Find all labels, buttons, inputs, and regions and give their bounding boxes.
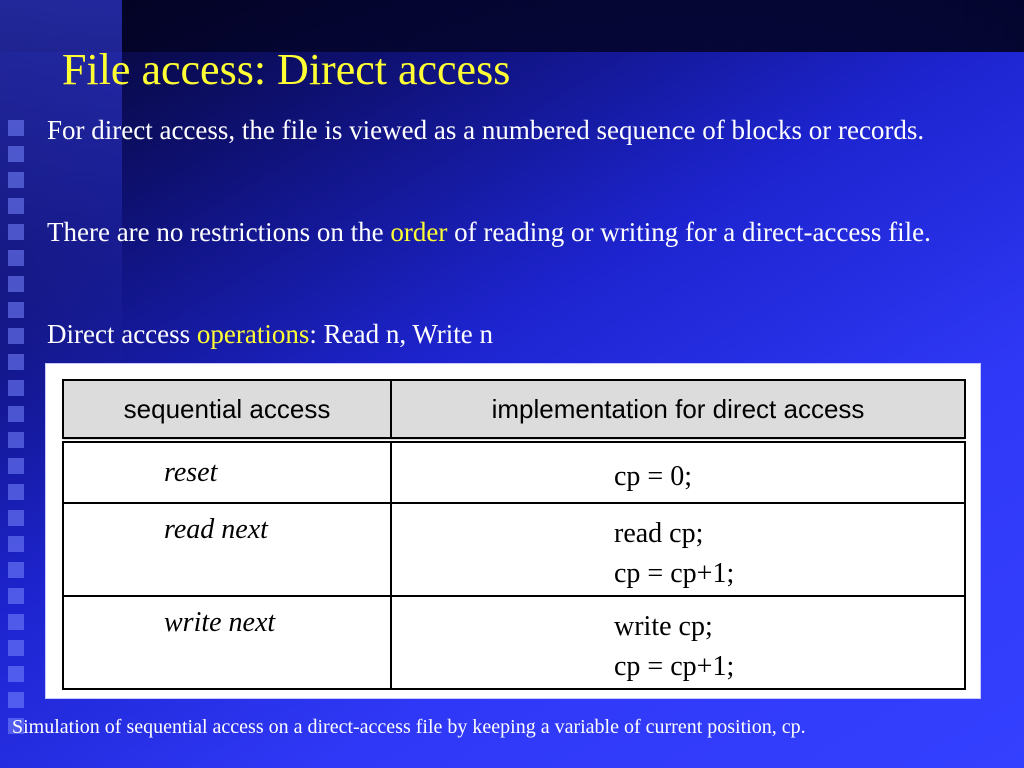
top-band	[0, 0, 1024, 52]
cell-implementation: read cp; cp = cp+1;	[390, 502, 966, 597]
slide-title: File access: Direct access	[62, 45, 511, 94]
impl-line: cp = cp+1;	[614, 651, 735, 682]
paragraph-operations: Direct access operations: Read n, Write …	[47, 314, 947, 354]
decorative-squares	[8, 120, 28, 744]
table-row: read next read cp; cp = cp+1;	[62, 502, 966, 597]
table-header-row: sequential access implementation for dir…	[62, 379, 966, 443]
highlight-operations: operations	[196, 319, 310, 349]
impl-line: write cp;	[614, 611, 713, 642]
table-row: write next write cp; cp = cp+1;	[62, 595, 966, 690]
impl-line: read cp;	[614, 518, 704, 549]
access-table: sequential access implementation for dir…	[62, 379, 966, 690]
figure-caption: Simulation of sequential access on a dir…	[12, 716, 806, 738]
header-sequential-access: sequential access	[62, 379, 392, 443]
para2-text-before: There are no restrictions on the	[47, 217, 391, 247]
table-figure: sequential access implementation for dir…	[45, 363, 981, 699]
impl-line: cp = 0;	[614, 461, 692, 492]
header-direct-implementation: implementation for direct access	[390, 379, 966, 443]
highlight-order: order	[390, 217, 448, 247]
cell-operation: read next	[62, 502, 392, 597]
cell-operation: reset	[62, 439, 392, 504]
para3-text-after: : Read n, Write n	[309, 319, 494, 349]
cell-implementation: cp = 0;	[390, 439, 966, 504]
impl-line: cp = cp+1;	[614, 558, 735, 589]
table-row: reset cp = 0;	[62, 439, 966, 504]
para3-text-before: Direct access	[47, 319, 197, 349]
paragraph-restrictions: There are no restrictions on the order o…	[47, 212, 947, 252]
paragraph-direct-access: For direct access, the file is viewed as…	[47, 115, 925, 145]
cell-operation: write next	[62, 595, 392, 690]
para2-text-after: of reading or writing for a direct-acces…	[447, 217, 931, 247]
cell-implementation: write cp; cp = cp+1;	[390, 595, 966, 690]
